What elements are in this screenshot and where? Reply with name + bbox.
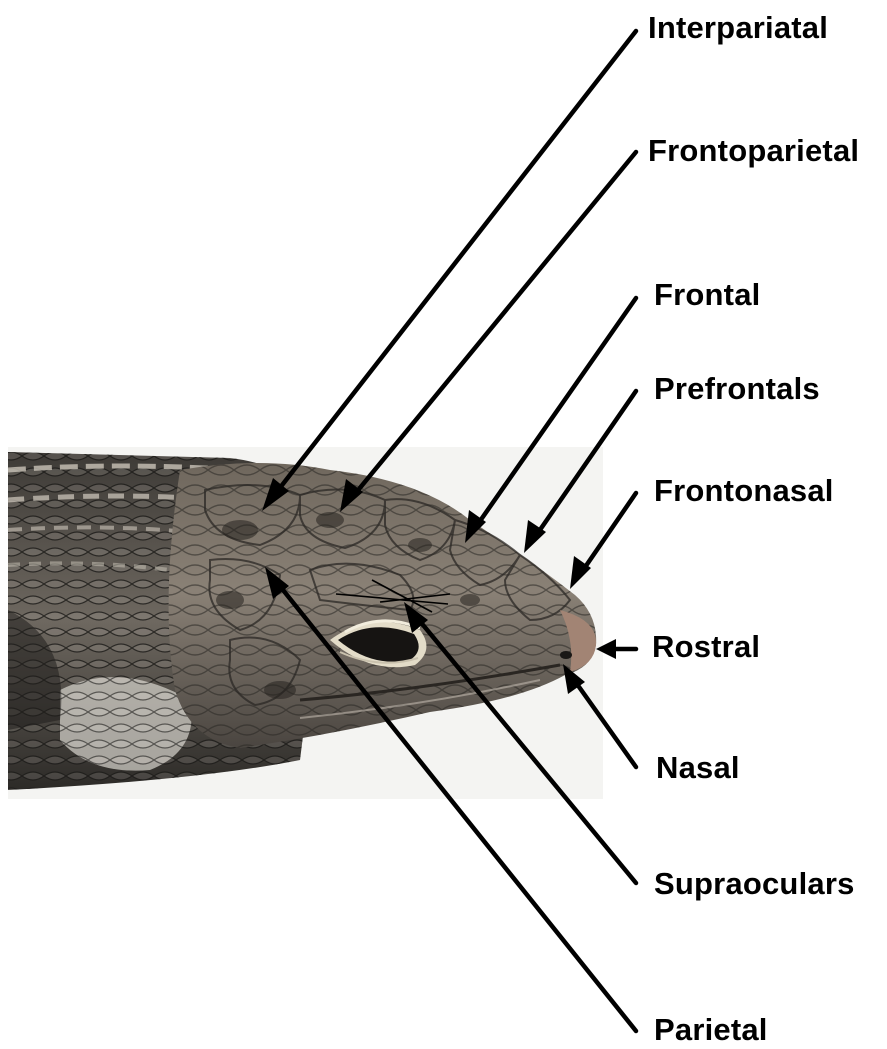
label-parietal: Parietal	[654, 1012, 768, 1048]
label-frontal: Frontal	[654, 277, 760, 313]
label-frontoparietal: Frontoparietal	[648, 133, 859, 169]
leader-line-interpariatal	[272, 31, 636, 498]
label-nasal: Nasal	[656, 750, 740, 786]
label-rostral: Rostral	[652, 629, 760, 665]
label-prefrontals: Prefrontals	[654, 371, 820, 407]
label-frontonasal: Frontonasal	[654, 473, 834, 509]
label-interpariatal: Interpariatal	[648, 10, 828, 46]
nostril	[560, 651, 572, 659]
label-supraoculars: Supraoculars	[654, 866, 855, 902]
